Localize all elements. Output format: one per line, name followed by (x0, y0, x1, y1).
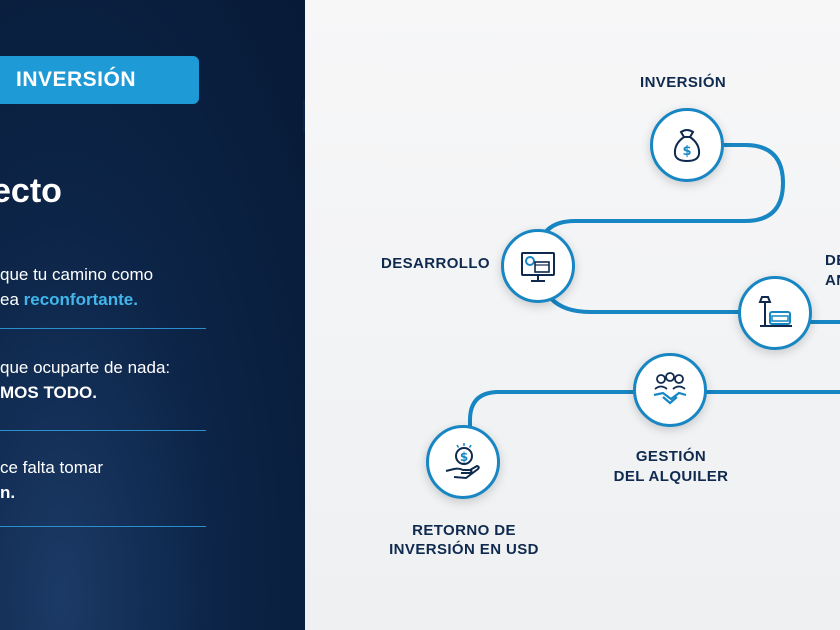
benefit-3-line-1: ce falta tomar (0, 458, 103, 477)
section-heading: ecto (0, 172, 62, 210)
lamp-sofa-icon (758, 296, 792, 327)
step-node-retorno: $ (426, 425, 500, 499)
step-node-desarrollo (501, 229, 575, 303)
step-label-desarrollo: DESARROLLO (381, 255, 490, 272)
step-node-gestion (633, 353, 707, 427)
development-monitor-icon (521, 252, 555, 282)
step-label-de-line-1: DE (825, 252, 840, 269)
benefit-2-line-1: que ocuparte de nada: (0, 358, 171, 377)
step-label-gestion-line-1: GESTIÓN (635, 448, 707, 465)
divider (0, 430, 206, 431)
benefit-item-1: que tu camino como ea reconfortante. (0, 262, 206, 312)
divider (0, 328, 206, 329)
benefit-2-accent: MOS TODO. (0, 383, 97, 402)
benefit-item-2: que ocuparte de nada: MOS TODO. (0, 355, 206, 405)
step-node-amenities (738, 276, 812, 350)
svg-text:$: $ (682, 144, 691, 159)
inversion-tag: INVERSIÓN (0, 56, 199, 104)
step-node-inversion: $ (650, 108, 724, 182)
roadmap-area: INVERSIÓN $ DESARROLLO DE AN (305, 0, 840, 630)
hand-coin-icon: $ (445, 443, 480, 480)
divider (0, 526, 206, 527)
left-panel: INVERSIÓN ecto que tu camino como ea rec… (0, 0, 305, 630)
benefit-1-accent: reconfortante. (23, 290, 138, 309)
benefit-1-prefix: ea (0, 290, 24, 309)
benefit-item-3: ce falta tomar n. (0, 455, 206, 505)
step-label-retorno-line-1: RETORNO DE (412, 522, 516, 539)
benefit-1-line-2: ea reconfortante. (0, 287, 206, 312)
step-label-inversion: INVERSIÓN (640, 74, 727, 91)
step-label-an-line-2: AN (825, 272, 840, 289)
benefit-3-accent: n. (0, 483, 16, 502)
handshake-team-icon (653, 372, 687, 405)
svg-text:$: $ (460, 450, 468, 464)
step-label-retorno-line-2: INVERSIÓN EN USD (389, 541, 539, 558)
money-bag-icon: $ (673, 129, 701, 163)
step-label-gestion-line-2: DEL ALQUILER (613, 468, 729, 485)
benefit-1-line-1: que tu camino como (0, 265, 154, 284)
